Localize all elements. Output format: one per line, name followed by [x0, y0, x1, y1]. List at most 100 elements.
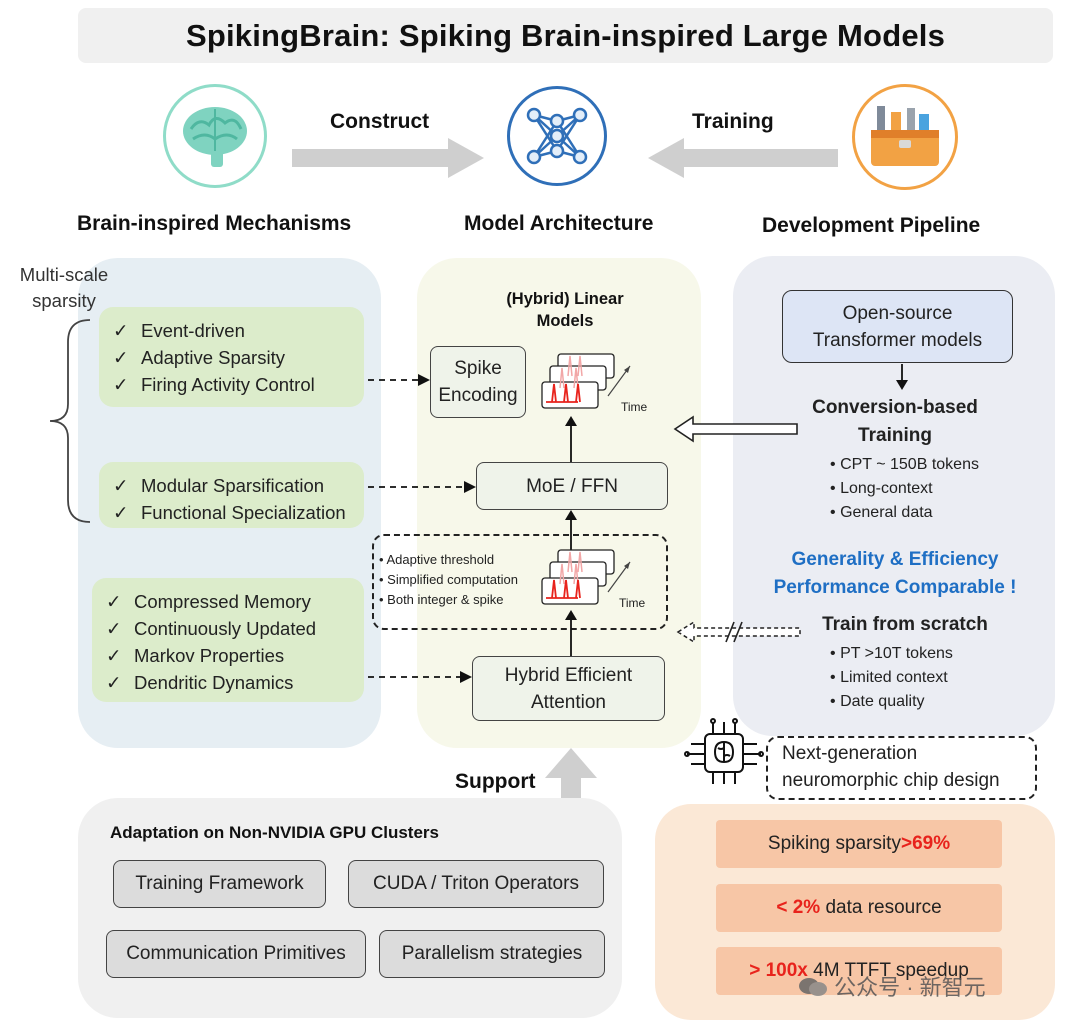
- moe-ffn-text: MoE / FFN: [526, 475, 618, 497]
- spiking-sparsity-result: Spiking sparsity >69%: [716, 820, 1002, 868]
- spike-train-icon: [541, 353, 631, 409]
- up-arrow-1: [565, 416, 577, 464]
- training-framework-text: Training Framework: [135, 873, 304, 894]
- parallelism-strategies-box: Parallelism strategies: [379, 930, 605, 978]
- sparsity-brace: [49, 319, 91, 523]
- integer-spike-item: • Both integer & spike: [379, 592, 504, 607]
- event-driven-text: Event-driven: [141, 320, 245, 341]
- hollow-arrow-conversion: [673, 415, 798, 443]
- chip-design-box: [766, 736, 1037, 800]
- open-source-box: Open-source Transformer models: [782, 290, 1013, 363]
- neuromorphic-chip-icon: [684, 718, 764, 784]
- pt-item: • PT >10T tokens: [830, 645, 953, 662]
- linear-models-line2: Models: [536, 312, 594, 330]
- check-item: ✓Functional Specialization: [113, 499, 364, 526]
- spiking-sparsity-value: >69%: [900, 833, 951, 854]
- dashed-arrow-scratch: [676, 620, 801, 644]
- ttft-speedup-result: > 100x 4M TTFT speedup: [716, 947, 1002, 995]
- dashed-arrow-attention: [368, 671, 472, 683]
- moe-ffn-box: MoE / FFN: [476, 462, 668, 510]
- brain-icon: [163, 84, 267, 188]
- data-resource-value: < 2%: [776, 897, 821, 918]
- limited-context-item: • Limited context: [830, 669, 948, 686]
- open-source-line2: Transformer models: [812, 329, 983, 351]
- continuously-updated-text: Continuously Updated: [134, 618, 317, 639]
- event-driven-group: ✓Event-driven ✓ Adaptive Sparsity ✓ Firing…: [99, 307, 364, 407]
- generality-line: Generality & Efficiency: [791, 549, 999, 570]
- brain-mechanisms-label: Brain-inspired Mechanisms: [77, 212, 352, 235]
- check-icon: ✓: [106, 672, 122, 693]
- construct-label: Construct: [330, 110, 430, 133]
- parallelism-strategies-text: Parallelism strategies: [401, 943, 583, 964]
- compressed-memory-text: Compressed Memory: [134, 591, 311, 612]
- training-arrow: [648, 138, 838, 178]
- chip-design-text: Next-generation neuromorphic chip design: [782, 740, 1000, 794]
- adaptive-threshold-item: • Adaptive threshold: [379, 552, 495, 567]
- check-icon: ✓: [113, 475, 129, 496]
- chip-line1: Next-generation: [782, 743, 918, 764]
- linear-models-line1: (Hybrid) Linear: [506, 290, 624, 308]
- conversion-line1: Conversion-based: [812, 397, 978, 418]
- adaptive-sparsity-text: Adaptive Sparsity: [141, 347, 285, 368]
- check-icon: ✓: [106, 618, 122, 639]
- conversion-line2: Training: [858, 425, 932, 446]
- sparsity-text: sparsity: [32, 290, 96, 311]
- multi-scale-sparsity-label: Multi-scale sparsity: [14, 262, 114, 314]
- simplified-computation-item: • Simplified computation: [379, 572, 518, 587]
- ttft-speedup-value: > 100x: [749, 960, 808, 981]
- up-arrow-3: [565, 610, 577, 656]
- neural-network-icon: [507, 86, 607, 186]
- check-icon: ✓: [106, 591, 122, 612]
- train-from-scratch-title: Train from scratch: [822, 614, 988, 635]
- check-icon: ✓: [113, 347, 129, 368]
- page-title: SpikingBrain: Spiking Brain-inspired Lar…: [185, 17, 946, 53]
- data-quality-item: • Date quality: [830, 693, 925, 710]
- cuda-triton-box: CUDA / Triton Operators: [348, 860, 604, 908]
- spiking-details-box: [372, 534, 668, 630]
- support-arrow: [545, 748, 597, 830]
- data-resource-result: < 2% data resource: [716, 884, 1002, 932]
- toolbox-icon: [852, 84, 958, 190]
- performance-line: Performance Comparable !: [773, 577, 1017, 598]
- gpu-adaptation-panel: [78, 798, 622, 1018]
- check-item: ✓Markov Properties: [106, 642, 364, 669]
- training-label: Training: [692, 110, 774, 133]
- spike-encoding-line1: Spike: [454, 358, 502, 379]
- model-architecture-label: Model Architecture: [464, 212, 654, 235]
- check-item: ✓ Continuously Updated: [106, 615, 364, 642]
- title-bar: SpikingBrain: Spiking Brain-inspired Lar…: [78, 8, 1053, 63]
- functional-specialization-text: Functional Specialization: [141, 502, 346, 523]
- check-item: ✓ Firing Activity Control: [113, 371, 364, 398]
- check-item: ✓ Compressed Memory: [106, 588, 364, 615]
- data-resource-text: data resource: [820, 897, 942, 918]
- wechat-icon: [798, 976, 828, 998]
- linear-models-title: (Hybrid) Linear Models: [470, 288, 660, 332]
- modular-sparsification-text: Modular Sparsification: [141, 475, 325, 496]
- communication-primitives-text: Communication Primitives: [126, 943, 346, 964]
- open-source-line1: Open-source: [842, 302, 953, 324]
- training-framework-box: Training Framework: [113, 860, 326, 908]
- communication-primitives-box: Communication Primitives: [106, 930, 366, 978]
- hybrid-attention-line1: Hybrid Efficient: [504, 664, 633, 686]
- spike-encoding-line2: Encoding: [438, 385, 518, 406]
- cuda-triton-text: CUDA / Triton Operators: [373, 873, 579, 894]
- gpu-adaptation-title: Adaptation on Non-NVIDIA GPU Clusters: [110, 823, 439, 842]
- check-item: ✓Event-driven: [113, 317, 364, 344]
- time-label-lower: Time: [619, 596, 646, 610]
- spiking-sparsity-text: Spiking sparsity: [767, 833, 901, 854]
- support-label: Support: [455, 770, 536, 793]
- firing-activity-text: Firing Activity Control: [141, 374, 315, 395]
- check-icon: ✓: [106, 645, 122, 666]
- multi-scale-text: Multi-scale: [19, 264, 109, 285]
- spiking-details-list: • Adaptive threshold • Simplified comput…: [379, 550, 518, 610]
- modular-group: ✓ Modular Sparsification ✓Functional Spec…: [99, 462, 364, 528]
- down-arrow-open-source: [896, 364, 908, 390]
- watermark-text: 公众号 · 新智元: [834, 975, 986, 1000]
- construct-arrow: [292, 138, 484, 178]
- long-context-item: • Long-context: [830, 480, 933, 497]
- check-icon: ✓: [113, 374, 129, 395]
- wechat-watermark: 公众号 · 新智元: [798, 970, 986, 1002]
- hybrid-attention-box: Hybrid Efficient Attention: [472, 656, 665, 721]
- dendritic-dynamics-text: Dendritic Dynamics: [134, 672, 294, 693]
- dashed-arrow-moe: [368, 481, 476, 493]
